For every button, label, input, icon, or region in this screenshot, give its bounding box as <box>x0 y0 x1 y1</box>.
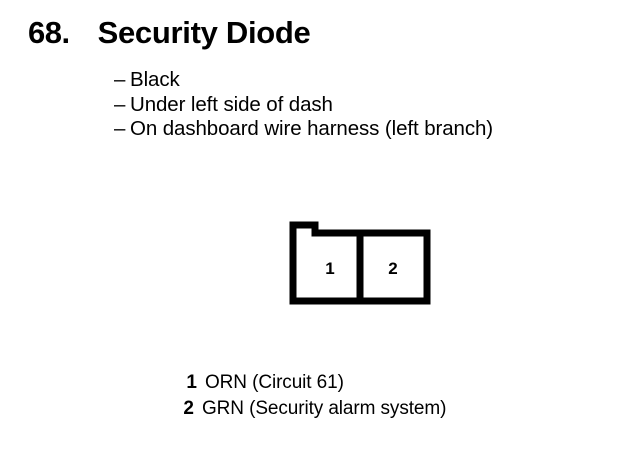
spec-item: – Black <box>114 68 493 93</box>
spec-item: – On dashboard wire harness (left branch… <box>114 117 493 142</box>
dash-bullet-icon: – <box>114 68 126 91</box>
legend-pin-description: ORN (Circuit 61) <box>205 372 344 393</box>
spec-item-label: On dashboard wire harness (left branch) <box>130 117 494 140</box>
page-title: Security Diode <box>97 15 311 50</box>
legend-pin-description: GRN (Security alarm system) <box>202 398 447 419</box>
connector-diagram: 1 2 <box>289 221 434 305</box>
legend-row: 2 GRN (Security alarm system) <box>183 396 447 422</box>
spec-list: – Black – Under left side of dash – On d… <box>114 68 493 142</box>
item-number: 68. <box>28 15 70 50</box>
legend-row: 1 ORN (Circuit 61) <box>186 370 446 396</box>
spec-item-label: Black <box>130 68 180 91</box>
spec-item: – Under left side of dash <box>114 93 493 118</box>
pin-number-1: 1 <box>325 259 334 278</box>
connector-outline-icon: 1 2 <box>289 221 431 305</box>
legend-pin-number: 1 <box>186 372 197 393</box>
spec-item-label: Under left side of dash <box>130 92 333 116</box>
page-header: 68. Security Diode <box>28 15 311 50</box>
legend-pin-number: 2 <box>183 398 194 419</box>
dash-bullet-icon: – <box>114 92 126 116</box>
connector-body-outline <box>289 221 431 305</box>
pin-legend: 1 ORN (Circuit 61) 2 GRN (Security alarm… <box>183 370 447 422</box>
pin-number-2: 2 <box>388 259 397 278</box>
dash-bullet-icon: – <box>114 117 126 140</box>
